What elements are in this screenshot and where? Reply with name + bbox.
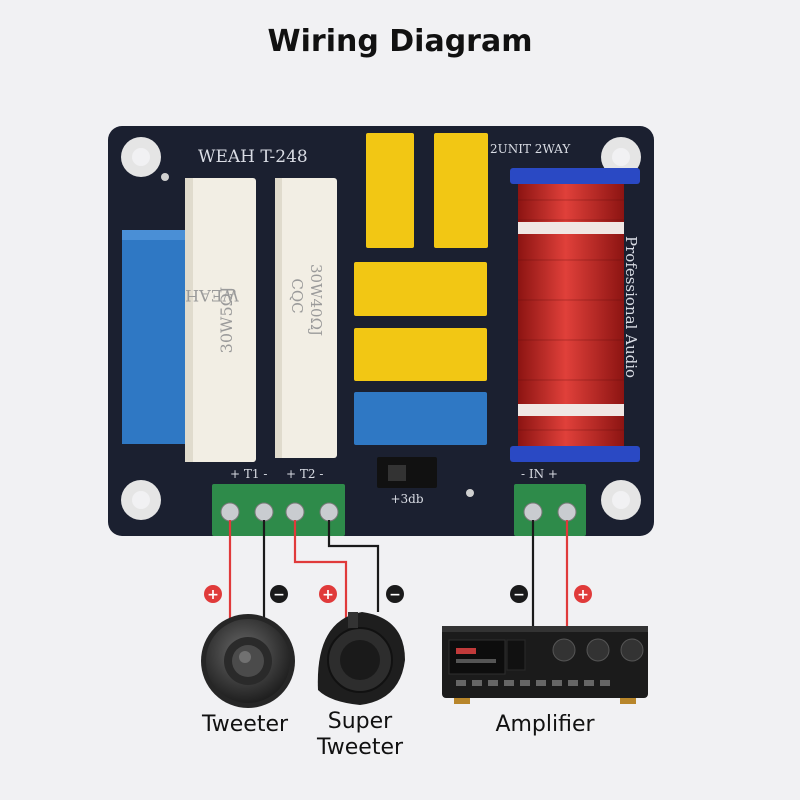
- svg-text:−: −: [513, 587, 525, 603]
- plus-circle-icon: +: [319, 585, 337, 603]
- amplifier-icon: [442, 626, 648, 704]
- page-title: Wiring Diagram: [267, 24, 533, 59]
- yellow-capacitor-horizontal: [354, 262, 487, 381]
- resistor-40ohm: CQC 30W40ΩJ: [275, 178, 337, 458]
- wire-t2-positive: [293, 520, 348, 625]
- switch-label: +3db: [390, 492, 423, 506]
- minus-circle-icon: −: [510, 585, 528, 603]
- blue-capacitor-large: [122, 230, 186, 444]
- resistor1-brand: WEAH: [185, 286, 239, 305]
- yellow-capacitor-upright: [366, 133, 488, 248]
- board-type-label: 2UNIT 2WAY: [490, 142, 571, 156]
- resistor2-value: 30W40ΩJ: [307, 264, 325, 336]
- super-tweeter-label-line2: Tweeter: [316, 735, 404, 760]
- terminal-block-outputs: [212, 484, 345, 536]
- board-model-label: WEAH T-248: [198, 147, 308, 167]
- svg-text:−: −: [273, 587, 285, 603]
- svg-text:−: −: [389, 587, 401, 603]
- terminal-t1-label: + T1 -: [230, 467, 267, 481]
- amplifier-label: Amplifier: [495, 712, 595, 737]
- gain-switch[interactable]: [377, 457, 437, 488]
- blue-capacitor-small: [354, 392, 487, 445]
- wire-t2-negative: [327, 520, 380, 612]
- svg-text:+: +: [322, 587, 334, 603]
- terminal-block-input: [514, 484, 586, 536]
- resistor2-brand: CQC: [288, 278, 306, 313]
- minus-circle-icon: −: [270, 585, 288, 603]
- plus-circle-icon: +: [574, 585, 592, 603]
- svg-text:+: +: [577, 587, 589, 603]
- tweeter-label: Tweeter: [201, 712, 289, 737]
- terminal-t2-label: + T2 -: [286, 467, 323, 481]
- mounting-hole: [121, 137, 641, 520]
- brand-vertical-label: Professional Audio: [622, 236, 640, 378]
- tweeter-icon: [201, 614, 295, 708]
- plus-circle-icon: +: [204, 585, 222, 603]
- horn-driver-icon: [317, 612, 405, 705]
- super-tweeter-label-line1: Super: [327, 709, 393, 734]
- super-tweeter-label: Super Tweeter: [300, 709, 420, 761]
- svg-text:+: +: [207, 587, 219, 603]
- terminal-in-label: - IN +: [521, 467, 558, 481]
- wires: [228, 520, 569, 638]
- crossover-board: WEAH T-248 2UNIT 2WAY Professional Audio…: [108, 126, 654, 536]
- resistor1-value: 30W5ΩJ: [217, 287, 236, 354]
- resistor-5ohm: WEAH 30W5ΩJ: [185, 178, 256, 462]
- minus-circle-icon: −: [386, 585, 404, 603]
- inductor-coil: [510, 168, 640, 462]
